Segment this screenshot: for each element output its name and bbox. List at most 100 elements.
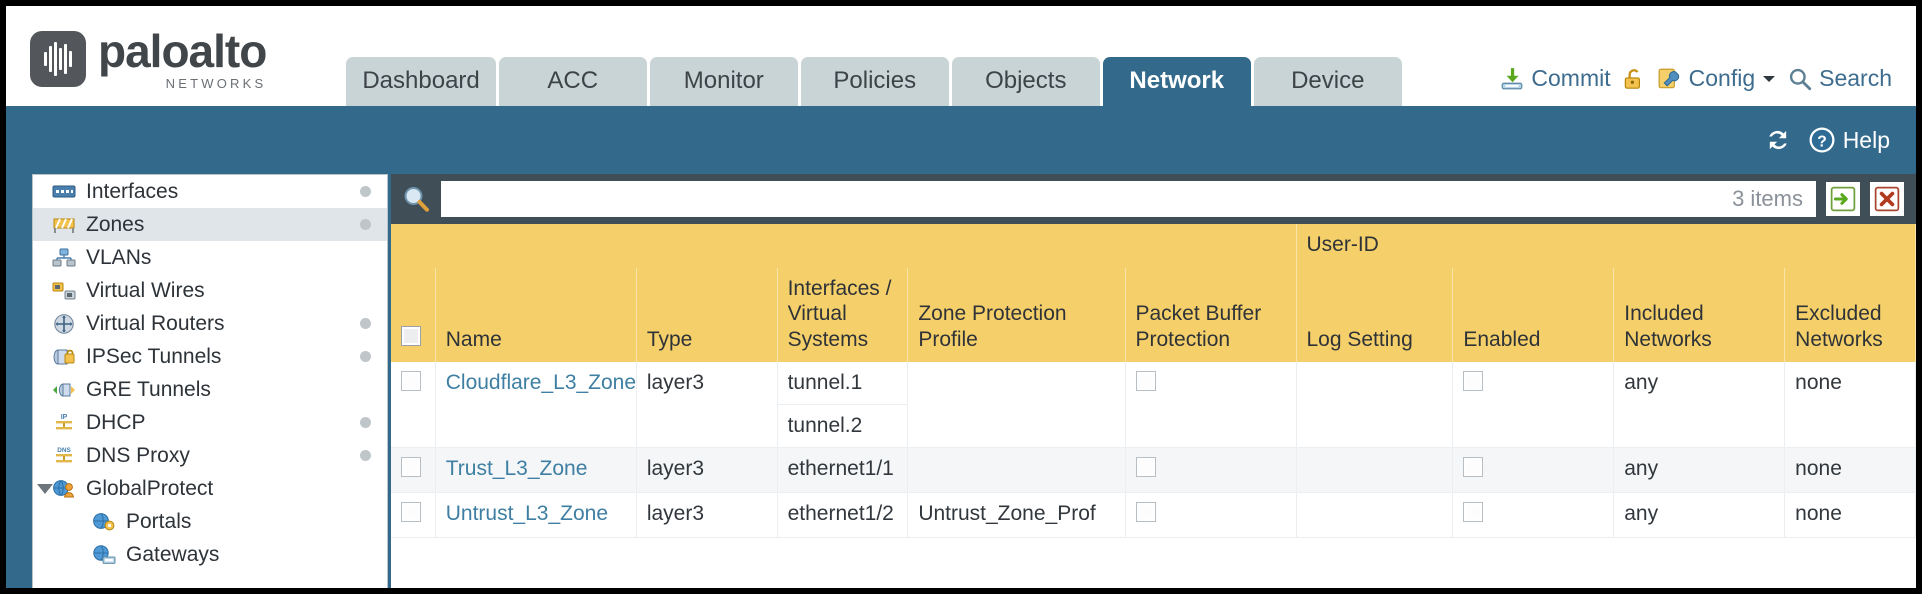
sidebar-item-gateways[interactable]: Gateways <box>33 538 387 571</box>
col-header-packet-buffer-protection[interactable]: Packet Buffer Protection <box>1125 267 1297 363</box>
table-row[interactable]: Trust_L3_Zone layer3 ethernet1/1 <box>391 447 1916 494</box>
cell-name[interactable]: Cloudflare_L3_Zone <box>435 362 637 449</box>
table-header-row: Name Type Interfaces / Virtual Systems Z… <box>391 267 1916 363</box>
refresh-button[interactable] <box>1763 126 1793 154</box>
packet-buffer-protection-checkbox[interactable] <box>1135 457 1156 478</box>
apply-filter-button[interactable] <box>1826 182 1860 216</box>
tab-policies[interactable]: Policies <box>800 57 949 106</box>
cell-excluded-networks: none <box>1784 492 1916 539</box>
cell-interfaces: ethernet1/1 <box>777 447 909 494</box>
dns-proxy-icon: DNS <box>51 445 77 467</box>
cell-userid-enabled[interactable] <box>1452 447 1615 494</box>
cell-type: layer3 <box>636 447 778 494</box>
cell-userid-enabled[interactable] <box>1452 492 1615 539</box>
packet-buffer-protection-checkbox[interactable] <box>1135 502 1156 523</box>
search-button[interactable]: Search <box>1787 65 1892 92</box>
sidebar-item-dns-proxy[interactable]: DNS DNS Proxy <box>33 439 387 472</box>
red-x-icon <box>1874 186 1900 212</box>
tab-objects[interactable]: Objects <box>951 57 1100 106</box>
sidebar-item-ipsec-tunnels[interactable]: IPSec Tunnels <box>33 340 387 373</box>
commit-button[interactable]: Commit <box>1499 65 1611 92</box>
svg-text:?: ? <box>1817 133 1827 150</box>
globalprotect-icon <box>51 478 77 500</box>
sidebar-item-virtual-wires[interactable]: Virtual Wires <box>33 274 387 307</box>
sidebar-item-label: IPSec Tunnels <box>86 344 222 368</box>
interface-entry: tunnel.1 <box>777 362 908 406</box>
svg-text:IP: IP <box>61 414 68 421</box>
top-actions: Commit Config <box>1499 65 1892 92</box>
zones-table: User-ID Name Type Interfaces / Virtual S… <box>391 224 1916 539</box>
sidebar-item-dhcp[interactable]: IP DHCP <box>33 406 387 439</box>
cell-packet-buffer-protection[interactable] <box>1125 447 1297 494</box>
sidebar-item-globalprotect[interactable]: GlobalProtect <box>33 472 387 505</box>
tab-acc[interactable]: ACC <box>498 57 647 106</box>
sidebar-item-gre-tunnels[interactable]: GRE Tunnels <box>33 373 387 406</box>
tab-network[interactable]: Network <box>1102 57 1251 106</box>
sidebar-item-label: Interfaces <box>86 179 179 203</box>
zone-name-link[interactable]: Untrust_L3_Zone <box>445 502 609 526</box>
commit-icon <box>1502 67 1523 89</box>
cell-zone-protection-profile <box>907 362 1126 449</box>
packet-buffer-protection-checkbox[interactable] <box>1135 371 1156 392</box>
userid-enabled-checkbox[interactable] <box>1463 502 1484 523</box>
gre-tunnels-icon <box>51 379 77 401</box>
table-row[interactable]: Untrust_L3_Zone layer3 ethernet1/2 Untru… <box>391 492 1916 539</box>
cell-name[interactable]: Trust_L3_Zone <box>435 447 637 494</box>
sidebar-item-portals[interactable]: Portals <box>33 505 387 538</box>
cell-log-setting <box>1296 492 1454 539</box>
cell-name[interactable]: Untrust_L3_Zone <box>435 492 637 539</box>
table-row[interactable]: Cloudflare_L3_Zone layer3 tunnel.1 tunne… <box>391 362 1916 449</box>
sidebar-item-zones[interactable]: Zones <box>33 208 387 241</box>
svg-text:DNS: DNS <box>57 447 71 454</box>
tab-dashboard[interactable]: Dashboard <box>346 57 496 106</box>
sidebar-item-label: DHCP <box>86 410 146 434</box>
tab-device[interactable]: Device <box>1253 57 1402 106</box>
sidebar-item-vlans[interactable]: VLANs <box>33 241 387 274</box>
userid-enabled-checkbox[interactable] <box>1463 457 1484 478</box>
help-button[interactable]: ? Help <box>1807 125 1890 155</box>
cell-packet-buffer-protection[interactable] <box>1125 492 1297 539</box>
col-header-zone-protection-profile[interactable]: Zone Protection Profile <box>907 267 1126 363</box>
zone-name-link[interactable]: Cloudflare_L3_Zone <box>445 371 637 395</box>
col-header-interfaces[interactable]: Interfaces / Virtual Systems <box>777 267 909 363</box>
sidebar-item-label: Virtual Routers <box>86 311 225 335</box>
userid-enabled-checkbox[interactable] <box>1463 371 1484 392</box>
help-icon: ? <box>1809 127 1835 153</box>
group-header-user-id: User-ID <box>1296 224 1916 268</box>
row-checkbox[interactable] <box>401 371 421 392</box>
portals-icon <box>91 511 117 533</box>
row-checkbox[interactable] <box>401 457 421 478</box>
clear-filter-button[interactable] <box>1870 182 1904 216</box>
cell-userid-enabled[interactable] <box>1452 362 1615 449</box>
config-menu-button[interactable]: Config <box>1657 65 1777 92</box>
col-header-log-setting[interactable]: Log Setting <box>1296 267 1454 363</box>
expand-triangle-icon[interactable] <box>37 483 53 494</box>
row-select-cell[interactable] <box>391 492 436 539</box>
row-checkbox[interactable] <box>401 502 421 523</box>
refresh-icon <box>1768 130 1787 150</box>
cell-log-setting <box>1296 362 1454 449</box>
search-magnifier-icon[interactable] <box>401 184 431 214</box>
config-label: Config <box>1688 65 1756 91</box>
search-input[interactable]: 3 items <box>441 181 1816 217</box>
row-select-cell[interactable] <box>391 447 436 494</box>
cell-included-networks: any <box>1613 447 1786 494</box>
col-header-type[interactable]: Type <box>636 267 778 363</box>
row-select-cell[interactable] <box>391 362 436 449</box>
col-header-enabled[interactable]: Enabled <box>1452 267 1615 363</box>
padlock-icon[interactable] <box>1621 66 1647 92</box>
col-header-excluded-networks[interactable]: Excluded Networks <box>1784 267 1916 363</box>
chevron-down-icon <box>1763 75 1776 82</box>
sidebar-item-virtual-routers[interactable]: Virtual Routers <box>33 307 387 340</box>
select-all-checkbox[interactable] <box>401 325 421 346</box>
col-header-included-networks[interactable]: Included Networks <box>1613 267 1786 363</box>
cell-packet-buffer-protection[interactable] <box>1125 362 1297 449</box>
vlans-icon <box>51 247 77 269</box>
col-header-name[interactable]: Name <box>435 267 637 363</box>
zone-name-link[interactable]: Trust_L3_Zone <box>445 457 588 481</box>
tab-monitor[interactable]: Monitor <box>649 57 798 106</box>
green-arrow-icon <box>1830 186 1856 212</box>
cell-type: layer3 <box>636 362 778 449</box>
select-all-header[interactable] <box>391 267 436 363</box>
sidebar-item-interfaces[interactable]: Interfaces <box>33 175 387 208</box>
